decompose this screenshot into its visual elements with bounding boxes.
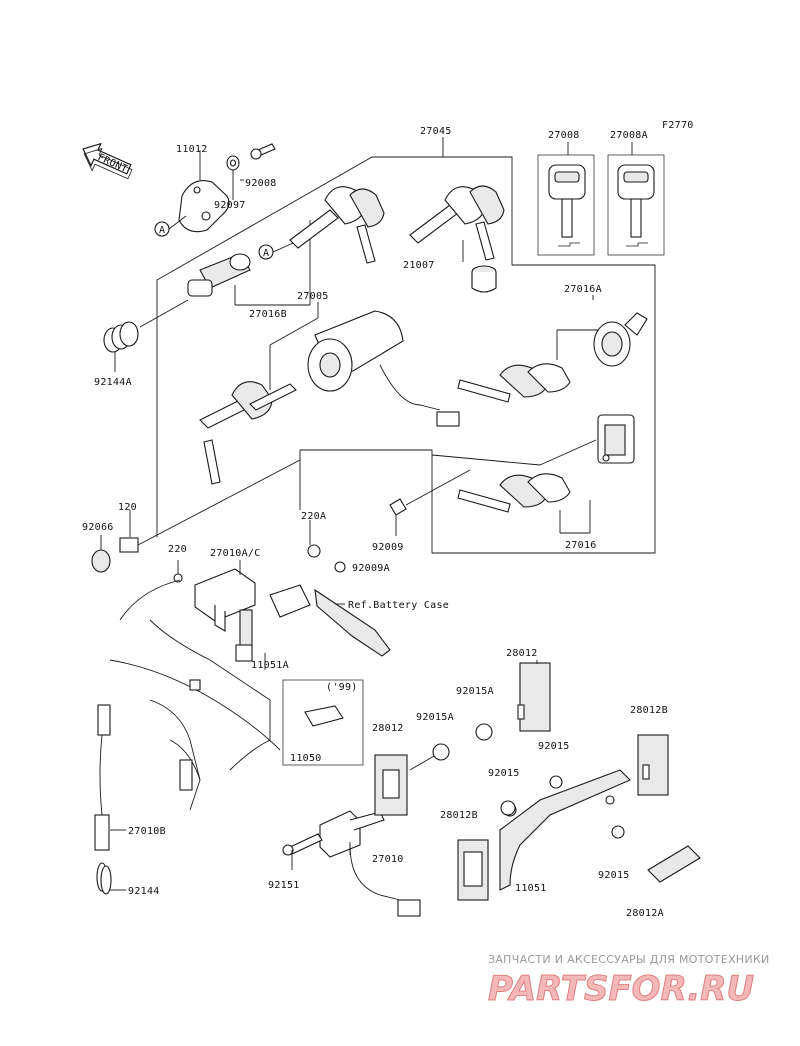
label-92144a: 92144A [94, 377, 132, 388]
label-ref-battery-case: Ref.Battery Case [348, 600, 449, 611]
lock-27016 [389, 414, 635, 536]
label-92066: 92066 [82, 522, 114, 533]
label-92009: 92009 [372, 542, 404, 553]
label-220: 220 [168, 544, 187, 555]
label-27005: 27005 [297, 291, 329, 302]
label-120: 120 [118, 502, 137, 513]
switch-27010 [282, 810, 421, 917]
label-27008: 27008 [548, 130, 580, 141]
label-28012b-right: 28012B [630, 705, 668, 716]
label-27016: 27016 [565, 540, 597, 551]
label-27045: 27045 [420, 126, 452, 137]
label-92015-top: 92015 [538, 741, 570, 752]
callout-a-right: A [263, 248, 269, 259]
label-99: ('99) [326, 682, 358, 693]
label-28012a: 28012A [626, 908, 664, 919]
stay-11051 [374, 660, 701, 901]
label-27016a: 27016A [564, 284, 602, 295]
lock-27016a [457, 295, 648, 403]
bracket-11012 [154, 143, 276, 237]
label-11051: 11051 [515, 883, 547, 894]
spring-92144a [103, 299, 189, 372]
label-11050: 11050 [290, 753, 322, 764]
label-27010ac: 27010A/C [210, 548, 261, 559]
label-28012-top: 28012 [506, 648, 538, 659]
key-box-27008 [537, 142, 665, 256]
label-27008a: 27008A [610, 130, 648, 141]
label-92097: 92097 [214, 200, 246, 211]
label-27010b: 27010B [128, 826, 166, 837]
sensor-27010b [94, 704, 126, 895]
keys-27045 [289, 186, 385, 264]
frame-outline [109, 579, 281, 811]
keys-21007 [409, 185, 505, 293]
front-arrow-icon: FRONT [82, 142, 133, 180]
bolt-120 [91, 459, 301, 573]
box-11050 [282, 679, 364, 766]
label-92015a-left: 92015A [416, 712, 454, 723]
label-92015-mid: 92015 [488, 768, 520, 779]
label-21007: 21007 [403, 260, 435, 271]
label-11051a: 11051A [251, 660, 289, 671]
lock-cylinder-27016b [187, 220, 311, 306]
label-27010: 27010 [372, 854, 404, 865]
ignition-switch-27005 [199, 302, 460, 485]
callout-a-left: A [159, 225, 165, 236]
figure-code: F2770 [662, 120, 694, 131]
label-27016b: 27016B [249, 309, 287, 320]
relay-assembly [173, 520, 391, 670]
label-11012: 11012 [176, 144, 208, 155]
label-220a: 220A [301, 511, 326, 522]
label-28012b-left: 28012B [440, 810, 478, 821]
kit-bracket-27045 [156, 137, 656, 554]
label-92009a: 92009A [352, 563, 390, 574]
label-92015a-top: 92015A [456, 686, 494, 697]
watermark-logo: PARTSFOR.RU [488, 969, 754, 1009]
label-28012-left: 28012 [372, 723, 404, 734]
label-92151: 92151 [268, 880, 300, 891]
label-92015-right: 92015 [598, 870, 630, 881]
label-92008: 92008 [245, 178, 277, 189]
watermark-tagline: ЗАПЧАСТИ И АКСЕССУАРЫ ДЛЯ МОТОТЕХНИКИ [488, 953, 770, 966]
label-92144: 92144 [128, 886, 160, 897]
